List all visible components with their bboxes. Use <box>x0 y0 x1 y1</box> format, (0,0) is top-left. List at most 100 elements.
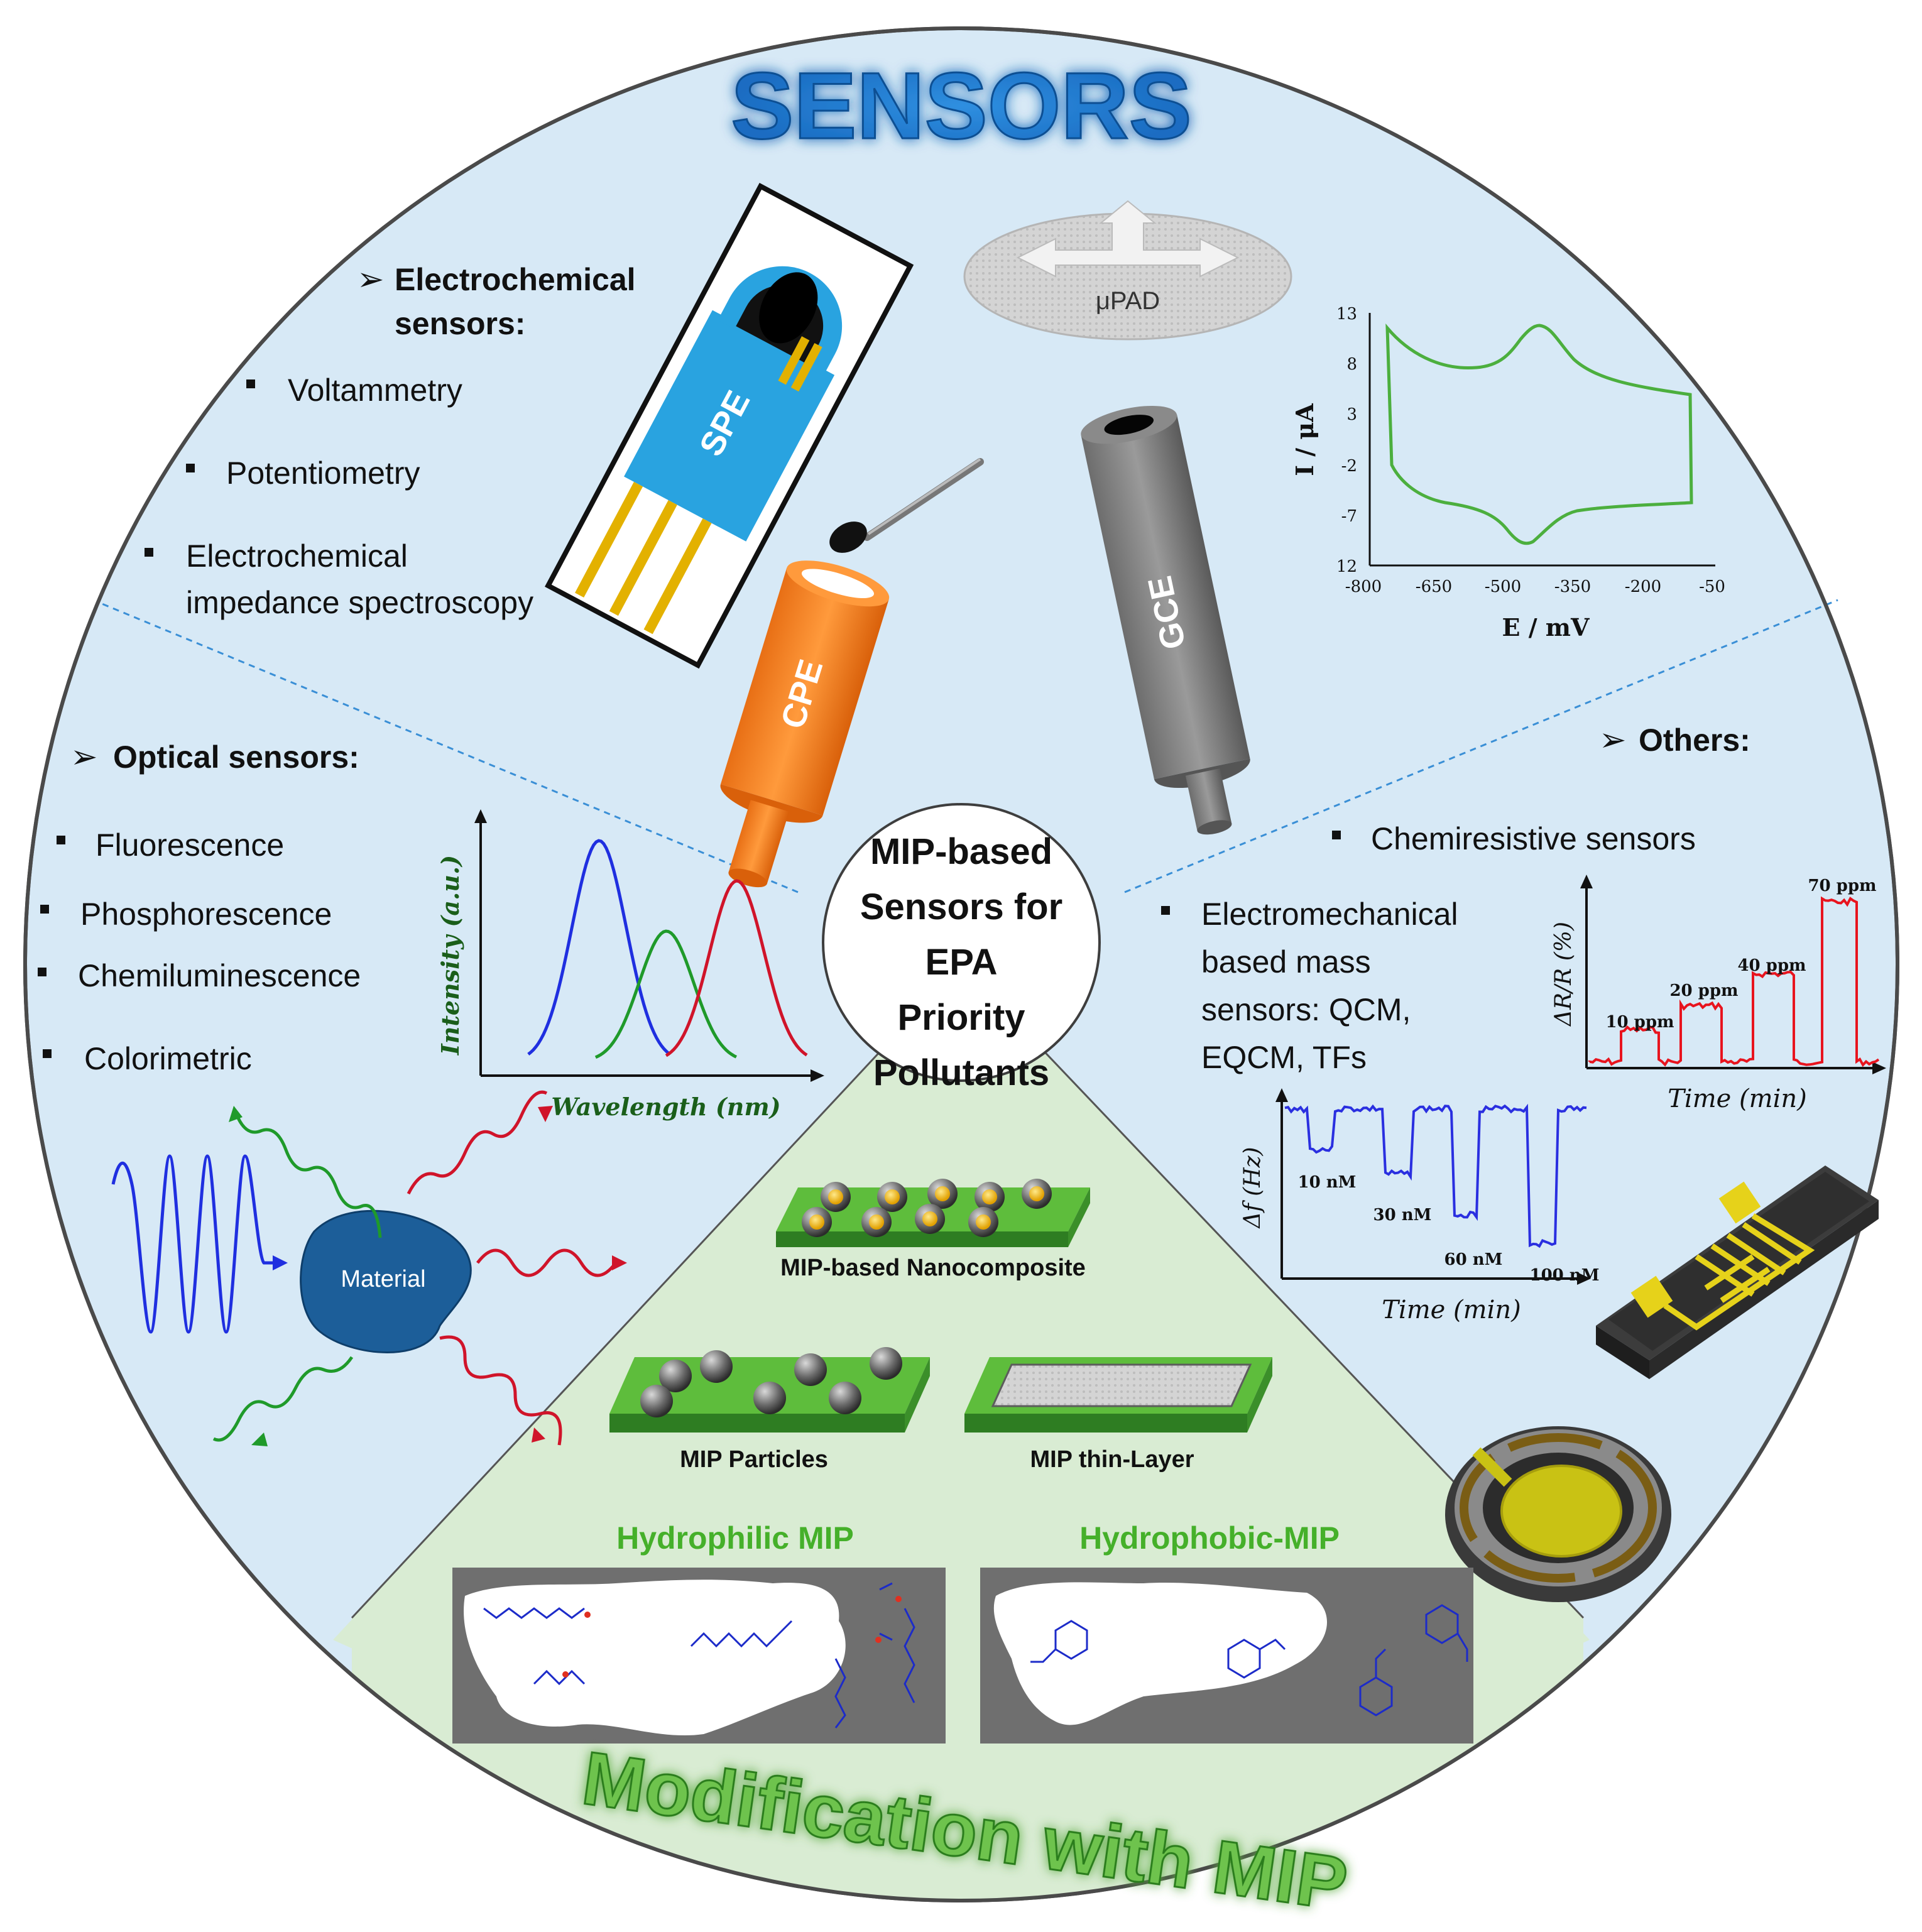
cv-xlabel: E / mV <box>1502 613 1591 641</box>
qcm-label-2: 30 nM <box>1373 1206 1432 1225</box>
res-label-3: 40 ppm <box>1737 956 1806 975</box>
res-ylabel: ΔR/R (%) <box>1551 922 1576 1027</box>
res-xlabel: Time (min) <box>1668 1084 1806 1113</box>
center-label-line: Pollutants <box>873 1052 1049 1093</box>
material-blob <box>300 1209 472 1353</box>
cv-curve <box>1385 323 1693 545</box>
electrochemical-heading-2: sensors: <box>395 306 525 341</box>
mip-particle <box>659 1360 692 1392</box>
optical-section: ➢ Optical sensors: Fluorescence Phosphor… <box>38 739 361 1076</box>
title: SENSORS <box>731 53 1192 158</box>
qcm-xlabel: Time (min) <box>1382 1296 1521 1324</box>
electrochemical-heading-1: Electrochemical <box>395 262 636 297</box>
bullet-icon <box>57 836 65 844</box>
item-electromechanical-1: Electromechanical <box>1201 897 1458 932</box>
hydrophilic-label: Hydrophilic MIP <box>616 1520 854 1556</box>
bullet-icon <box>145 548 153 557</box>
res-label-1: 10 ppm <box>1605 1013 1674 1032</box>
center-circle <box>822 803 1101 1082</box>
center-label-line: Sensors for <box>860 887 1062 927</box>
cv-xtick: -200 <box>1625 577 1661 596</box>
wire-electrode <box>829 458 984 553</box>
bullet-icon <box>43 1049 52 1058</box>
mip-particle <box>640 1385 673 1417</box>
spectrum-curve <box>527 839 670 1056</box>
item-fluorescence: Fluorescence <box>96 827 284 863</box>
optical-material-illustration: Material <box>111 1090 627 1446</box>
hydrophilic-panel <box>452 1568 946 1744</box>
emission-wave-green-2 <box>212 1356 354 1442</box>
res-label-2: 20 ppm <box>1669 981 1738 1000</box>
dashed-divider-left <box>100 602 799 893</box>
item-phosphorescence: Phosphorescence <box>80 897 332 932</box>
arrow-bullet-icon: ➢ <box>1599 722 1627 758</box>
mip-particle <box>829 1382 861 1414</box>
qcm-label-1: 10 nM <box>1298 1173 1357 1192</box>
bullet-icon <box>1161 906 1170 915</box>
item-chemiresistive: Chemiresistive sensors <box>1371 821 1696 856</box>
item-chemiluminescence: Chemiluminescence <box>78 958 361 993</box>
cv-ytick: 13 <box>1336 305 1357 324</box>
optical-heading: Optical sensors: <box>113 740 359 775</box>
dashed-divider-right <box>1124 599 1838 893</box>
cv-xtick: -350 <box>1554 577 1591 596</box>
qcm-ylabel: Δf (Hz) <box>1240 1147 1265 1229</box>
material-label: Material <box>341 1266 425 1292</box>
arrow-bullet-icon: ➢ <box>70 739 98 775</box>
spectrum-curve <box>594 929 738 1059</box>
qcm-crystal <box>1445 1426 1671 1602</box>
mip-particle <box>870 1347 902 1380</box>
mip-particles: MIP Particles <box>609 1347 930 1473</box>
gce-electrode: GCE <box>1081 405 1250 835</box>
emission-wave-red-3 <box>439 1335 562 1446</box>
spectrum-curve <box>665 879 808 1057</box>
emission-wave-red-2 <box>476 1248 617 1277</box>
emission-wave-green-1 <box>234 1111 382 1238</box>
spectra-xlabel: Wavelength (nm) <box>551 1093 780 1121</box>
center-label-line: EPA <box>926 942 998 983</box>
others-heading: Others: <box>1639 723 1750 758</box>
item-electromechanical-4: EQCM, TFs <box>1201 1040 1367 1075</box>
item-eis-2: impedance spectroscopy <box>186 585 533 620</box>
mip-thin-layer: MIP thin-Layer <box>964 1357 1272 1473</box>
bullet-icon <box>38 968 46 976</box>
cpe-electrode: CPE <box>720 560 890 888</box>
interdigitated-chip <box>1596 1165 1879 1379</box>
item-electromechanical-2: based mass <box>1201 944 1371 980</box>
cv-xtick: -800 <box>1345 577 1382 596</box>
resistive-plot: 10 ppm 20 ppm 40 ppm 70 ppm ΔR/R (%) Tim… <box>1551 875 1886 1113</box>
emission-wave-red-1 <box>407 1090 548 1195</box>
cv-ytick: 12 <box>1336 557 1357 576</box>
bullet-icon <box>40 905 49 914</box>
cv-ytick: 3 <box>1346 405 1357 424</box>
qcm-plot: 10 nM 30 nM 60 nM 100 nM Δf (Hz) Time (m… <box>1240 1088 1600 1324</box>
others-section: ➢ Others: Chemiresistive sensors Electro… <box>1161 722 1750 1075</box>
qcm-trace <box>1284 1103 1587 1248</box>
bullet-icon <box>1332 831 1341 839</box>
hydrophobic-label: Hydrophobic-MIP <box>1079 1520 1340 1556</box>
res-label-4: 70 ppm <box>1808 876 1876 895</box>
spectra-plot: Intensity (a.u.) Wavelength (nm) <box>436 809 824 1121</box>
particles-label: MIP Particles <box>680 1446 828 1473</box>
sector-divider-left <box>351 963 963 1619</box>
mip-particle <box>753 1382 786 1414</box>
resistive-trace <box>1588 896 1880 1067</box>
qcm-label-3: 60 nM <box>1444 1250 1503 1269</box>
bullet-icon <box>246 379 255 388</box>
mip-particle <box>794 1353 827 1386</box>
mip-nanocomposite: MIP-based Nanocomposite <box>776 1179 1090 1281</box>
center-label-line: MIP-based <box>870 831 1052 872</box>
spe-electrode: SPE <box>544 183 914 669</box>
arrow-bullet-icon: ➢ <box>357 261 385 298</box>
item-eis-1: Electrochemical <box>186 538 408 574</box>
mip-particle <box>700 1350 733 1383</box>
cv-xtick: -500 <box>1485 577 1521 596</box>
cv-ytick: -2 <box>1341 457 1357 476</box>
item-colorimetric: Colorimetric <box>84 1041 252 1076</box>
cv-ylabel: I / μA <box>1291 403 1319 476</box>
upad-device: μPAD <box>963 200 1292 341</box>
electrochemical-section: ➢ Electrochemical sensors: Voltammetry P… <box>145 261 636 620</box>
